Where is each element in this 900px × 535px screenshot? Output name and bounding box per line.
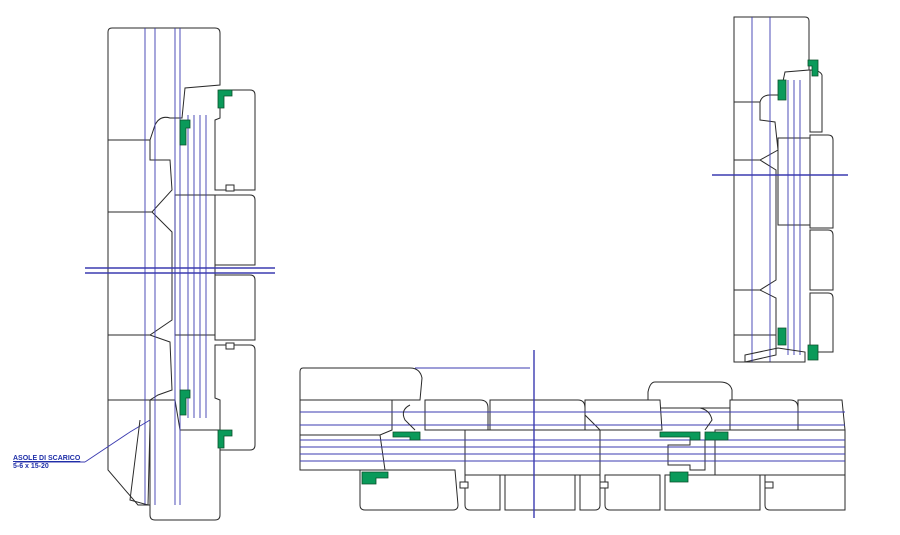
- bottom-gasket-1: [392, 431, 421, 441]
- bottom-hardware-2: [599, 481, 609, 489]
- right-glass-bead-top: [809, 69, 823, 133]
- left-gasket-1: [217, 89, 233, 109]
- left-hardware-bottom: [225, 342, 235, 350]
- left-upper-frame-profile: [107, 139, 173, 213]
- right-gasket-2: [777, 79, 787, 101]
- bottom-center-bead-right: [579, 474, 601, 511]
- right-upper-frame-profile: [733, 101, 779, 161]
- right-gasket-4: [807, 344, 819, 361]
- drainage-slot-outline: [129, 419, 151, 506]
- bottom-center-left-profile: [424, 399, 489, 431]
- bottom-center-key: [667, 439, 706, 471]
- bottom-gasket-5: [669, 471, 689, 483]
- left-glass-bead-mid-upper: [214, 194, 256, 266]
- right-lower-frame-profile: [733, 289, 777, 336]
- bottom-right-sash-profile: [584, 399, 663, 431]
- bottom-hardware-3: [764, 481, 774, 489]
- left-center-mullion: [174, 194, 216, 336]
- callout-dimensions: 5-6 x 15-20: [13, 463, 49, 470]
- bottom-left-sash-profile: [299, 367, 423, 401]
- right-glass-bead-3: [809, 292, 834, 353]
- bottom-gasket-3: [659, 431, 701, 441]
- bottom-gasket-4: [704, 431, 729, 441]
- right-gasket-1: [807, 59, 819, 77]
- right-upper-sash-profile: [733, 16, 810, 103]
- left-lower-sill: [107, 399, 151, 506]
- drainage-slot-callout: ASOLE DI SCARICO 5-6 x 15-20: [13, 455, 80, 471]
- bottom-horizontal-section: [299, 350, 846, 518]
- right-drip-profile: [744, 347, 806, 363]
- bottom-right-mid-profile: [729, 399, 799, 431]
- bottom-center-bead-mid: [504, 474, 576, 511]
- left-glass-bead-mid-lower: [214, 274, 256, 341]
- left-gasket-4: [217, 429, 233, 449]
- bottom-right-frame-main: [714, 429, 846, 476]
- bottom-gasket-2: [361, 471, 389, 485]
- callout-title: ASOLE DI SCARICO: [13, 455, 81, 462]
- left-gasket-3: [179, 389, 191, 416]
- bottom-left-bead: [359, 469, 459, 511]
- left-glass-bead-top: [214, 89, 256, 191]
- left-hardware-top: [225, 184, 235, 192]
- right-vertical-section: [712, 16, 848, 363]
- bottom-center-mullion: [464, 429, 601, 476]
- bottom-right-hook: [699, 407, 713, 431]
- bottom-hardware-1: [459, 481, 469, 489]
- left-glass-bead-bottom: [214, 344, 256, 451]
- bottom-left-hook: [402, 404, 416, 431]
- right-glass-bead-1: [809, 134, 834, 229]
- right-glass-bead-2: [809, 229, 834, 291]
- left-gasket-2: [179, 119, 191, 146]
- left-vertical-section: [15, 27, 275, 521]
- bottom-right-lower-3: [764, 474, 846, 511]
- left-lower-frame-profile: [107, 334, 173, 401]
- bottom-right-lower-1: [604, 474, 661, 511]
- left-lower-sash-profile: [149, 399, 221, 521]
- bottom-left-frame-profile: [299, 399, 393, 436]
- bottom-center-bead-left: [464, 474, 501, 511]
- left-upper-sash-profile: [107, 27, 221, 141]
- bottom-center-right-profile: [489, 399, 586, 431]
- drainage-leader-line: [84, 419, 151, 463]
- bottom-right-end-profile: [797, 399, 846, 431]
- right-gasket-3: [777, 327, 787, 346]
